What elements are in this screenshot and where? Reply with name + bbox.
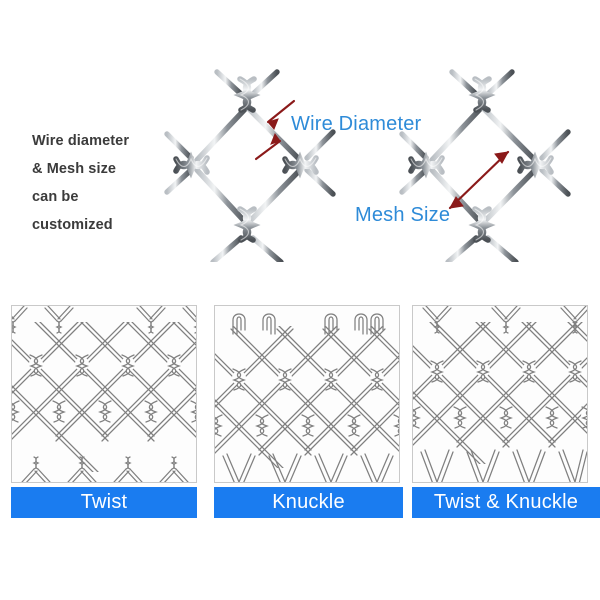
knuckle-selvage-bottom bbox=[222, 453, 394, 482]
intro-line-2: & Mesh size bbox=[32, 161, 117, 177]
intro-text-block: Wire diameter & Mesh size can be customi… bbox=[32, 127, 182, 239]
panel-twist-label: Twist bbox=[11, 487, 197, 518]
selvage-type-panels: Twist bbox=[0, 300, 600, 525]
knuckle-selvage-bottom bbox=[420, 449, 587, 482]
panel-twist-and-knuckle-image bbox=[412, 305, 588, 483]
twist-selvage-top bbox=[12, 306, 196, 322]
intro-line-3: can be bbox=[32, 189, 79, 205]
mesh-size-mesh-illustration bbox=[399, 69, 571, 262]
wire-diameter-arrows bbox=[254, 99, 296, 161]
panel-knuckle[interactable]: Knuckle bbox=[214, 300, 403, 518]
knuckle-selvage-top bbox=[232, 313, 384, 335]
twist-selvage-top bbox=[422, 306, 587, 334]
panel-knuckle-label: Knuckle bbox=[214, 487, 403, 518]
panel-knuckle-image bbox=[214, 305, 400, 483]
intro-line-1: Wire diameter bbox=[32, 133, 130, 149]
panel-twist-and-knuckle-label: Twist & Knuckle bbox=[412, 487, 600, 518]
wire-diameter-mesh-illustration bbox=[164, 69, 336, 262]
panel-twist[interactable]: Twist bbox=[11, 300, 197, 518]
intro-line-4: customized bbox=[32, 217, 113, 233]
wire-diameter-label: Wire Diameter bbox=[291, 113, 422, 135]
mesh-size-label: Mesh Size bbox=[355, 204, 451, 226]
wire-spec-diagram-section: Wire diameter & Mesh size can be customi… bbox=[0, 0, 600, 285]
panel-twist-and-knuckle[interactable]: Twist & Knuckle bbox=[412, 300, 600, 518]
panel-twist-image bbox=[11, 305, 197, 483]
mesh-size-double-arrow bbox=[448, 150, 510, 210]
